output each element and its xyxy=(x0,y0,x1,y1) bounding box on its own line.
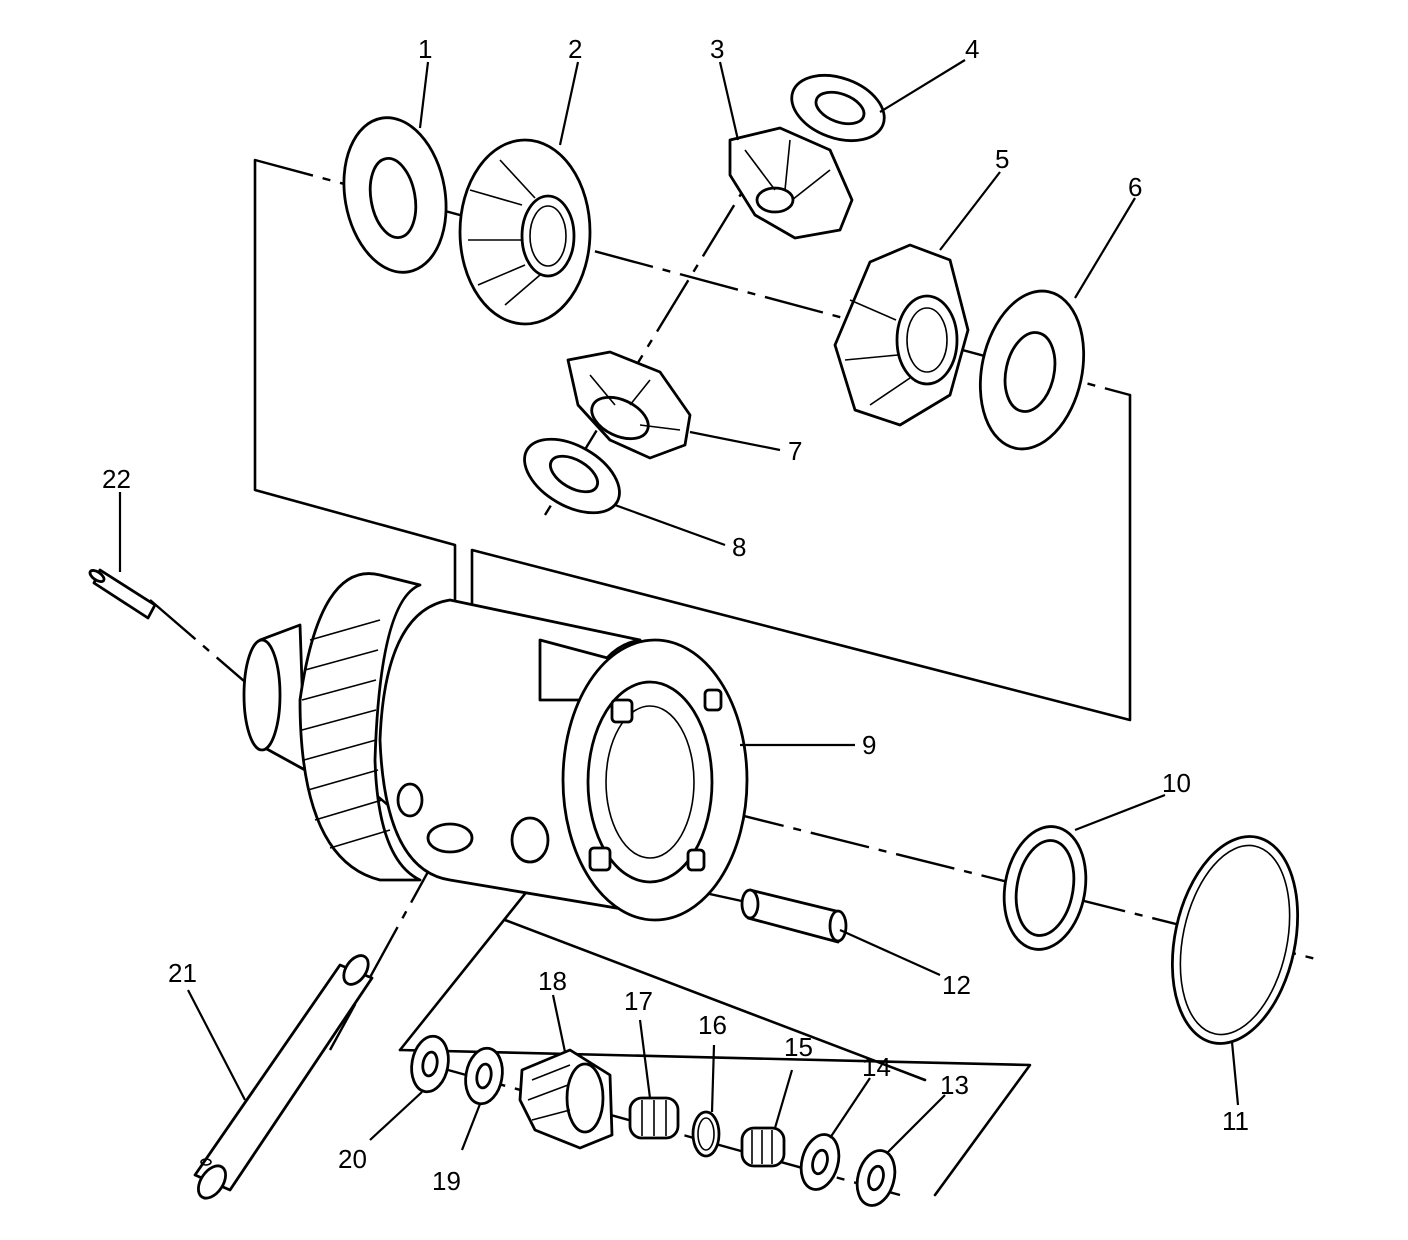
part-10-thrust-washer xyxy=(1002,825,1088,951)
callout-7: 7 xyxy=(788,436,802,466)
callout-6: 6 xyxy=(1128,172,1142,202)
part-2-side-gear xyxy=(458,138,592,326)
callout-1: 1 xyxy=(418,34,432,64)
part-21-cross-shaft xyxy=(193,954,374,1200)
ring-gear-teeth xyxy=(301,619,391,849)
part-6-thrust-washer xyxy=(978,289,1086,451)
part-20-washer xyxy=(410,1034,450,1094)
part-14-washer xyxy=(799,1133,841,1191)
part-15-needle-bearing xyxy=(740,1126,786,1168)
part-5-side-gear xyxy=(833,243,970,427)
callout-11: 11 xyxy=(1222,1106,1249,1136)
callout-14: 14 xyxy=(862,1052,891,1082)
part-1-thrust-washer xyxy=(342,116,448,274)
callout-labels: 1 2 3 4 5 6 7 8 9 10 11 12 13 14 15 16 1… xyxy=(102,34,1249,1196)
callout-3: 3 xyxy=(710,34,724,64)
leader-lines xyxy=(118,59,1240,1153)
part-8-pinion-washer xyxy=(523,437,621,515)
callout-19: 19 xyxy=(432,1166,461,1196)
callout-18: 18 xyxy=(538,966,567,996)
callout-10: 10 xyxy=(1162,768,1191,798)
part-19-washer xyxy=(464,1046,504,1106)
callout-16: 16 xyxy=(698,1010,727,1040)
part-4-pinion-washer xyxy=(790,73,886,143)
callout-12: 12 xyxy=(942,970,971,1000)
callout-4: 4 xyxy=(965,34,979,64)
callout-20: 20 xyxy=(338,1144,367,1174)
callout-9: 9 xyxy=(862,730,876,760)
callout-2: 2 xyxy=(568,34,582,64)
callout-15: 15 xyxy=(784,1032,813,1062)
part-22-roll-pin xyxy=(88,568,157,620)
part-13-washer xyxy=(855,1149,897,1207)
callout-5: 5 xyxy=(995,144,1009,174)
callout-17: 17 xyxy=(624,986,653,1016)
part-18-pinion-gear xyxy=(518,1048,614,1150)
part-3-pinion-gear xyxy=(728,126,854,240)
part-17-needle-bearing xyxy=(628,1096,680,1140)
part-11-snap-ring xyxy=(1170,835,1300,1045)
callout-8: 8 xyxy=(732,532,746,562)
part-12-pinion-shaft xyxy=(740,888,848,944)
callout-22: 22 xyxy=(102,464,131,494)
callout-13: 13 xyxy=(940,1070,969,1100)
part-9-differential-case xyxy=(242,572,749,922)
part-16-retaining-ring xyxy=(691,1110,721,1158)
part-7-pinion-gear xyxy=(566,350,692,460)
callout-21: 21 xyxy=(168,958,197,988)
